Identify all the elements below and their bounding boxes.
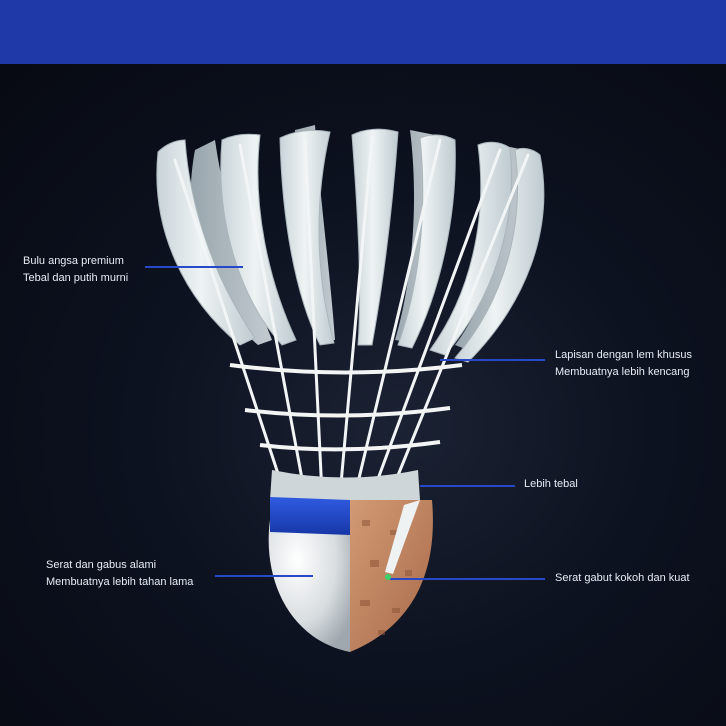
callout-cork-line [215,575,313,577]
callout-fiber: Serat gabut kokoh dan kuat [555,570,690,587]
top-banner [0,0,726,64]
shuttlecock-graphic [0,64,726,726]
cork-dome [269,520,350,652]
callout-feathers: Bulu angsa premium Tebal dan putih murni [23,253,128,287]
callout-fiber-dot [385,574,391,580]
callout-fiber-line1: Serat gabut kokoh dan kuat [555,570,690,587]
callout-thicker-line1: Lebih tebal [524,476,578,493]
product-illustration: Bulu angsa premium Tebal dan putih murni… [0,64,726,726]
blue-band [270,497,350,535]
callout-feathers-line [145,266,243,268]
callout-glue-line1: Lapisan dengan lem khusus [555,347,692,364]
callout-glue: Lapisan dengan lem khusus Membuatnya leb… [555,347,692,381]
callout-cork: Serat dan gabus alami Membuatnya lebih t… [46,557,193,591]
callout-fiber-line [390,578,545,580]
callout-feathers-line2: Tebal dan putih murni [23,270,128,287]
callout-cork-line1: Serat dan gabus alami [46,557,193,574]
callout-glue-line2: Membuatnya lebih kencang [555,364,692,381]
callout-thicker-line [420,485,515,487]
callout-glue-line [440,359,545,361]
callout-thicker: Lebih tebal [524,476,578,493]
callout-feathers-line1: Bulu angsa premium [23,253,128,270]
callout-cork-line2: Membuatnya lebih tahan lama [46,574,193,591]
